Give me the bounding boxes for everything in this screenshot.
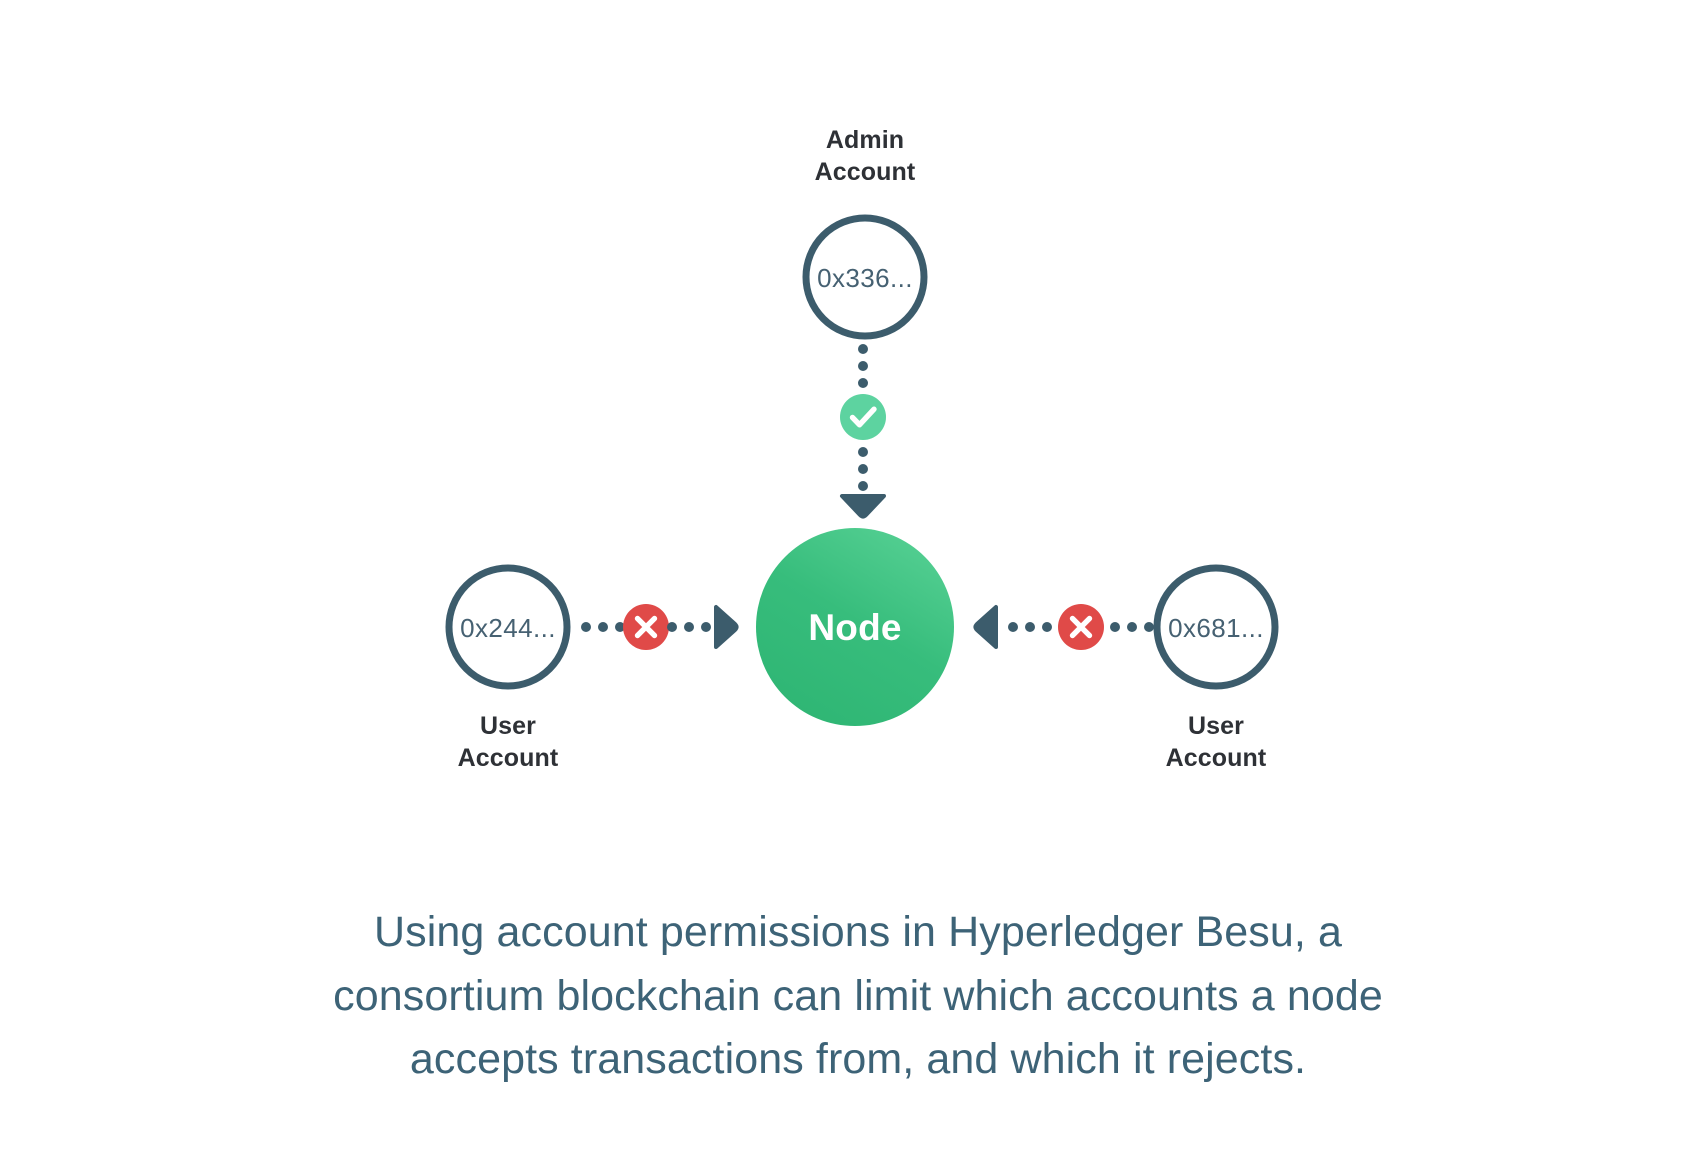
caption-line-3: accepts transactions from, and which it … [410,1035,1306,1083]
connector-dot [667,622,677,632]
user-account-right-label-line1: User [1188,712,1244,740]
connector-dot [1042,622,1052,632]
deny-cross-badge-left[interactable] [623,604,669,650]
connector-left-user-to-node [581,604,739,650]
node-label: Node [808,607,901,648]
user-account-right-circle[interactable] [1153,564,1279,690]
connector-right-user-to-node [973,604,1154,650]
arrowhead-down-icon [840,494,886,519]
caption-line-1: Using account permissions in Hyperledger… [374,908,1342,956]
close-icon [1069,615,1093,639]
connector-dot [598,622,608,632]
connector-dot [581,622,591,632]
connector-dot [858,378,868,388]
user-account-left-label-line1: User [480,712,536,740]
admin-account-circle[interactable] [802,214,928,340]
allow-check-badge[interactable] [840,394,886,440]
check-icon [849,406,877,428]
arrowhead-right-icon [714,605,739,649]
admin-account-label-line1: Admin [826,126,904,154]
user-account-left-label-line2: Account [458,744,559,772]
connector-dot [1008,622,1018,632]
admin-account-label-line2: Account [815,158,916,186]
user-account-left-group[interactable]: 0x244... User Account [445,564,571,772]
connector-dot [1127,622,1137,632]
admin-account-group[interactable]: Admin Account 0x336... [802,126,928,340]
connector-dot [1110,622,1120,632]
node-group[interactable]: Node [756,528,954,726]
deny-cross-badge-right[interactable] [1058,604,1104,650]
node-circle[interactable] [756,528,954,726]
caption-block: Using account permissions in Hyperledger… [333,908,1383,1083]
arrowhead-left-icon [973,605,998,649]
connector-dot [858,361,868,371]
connector-dot [701,622,711,632]
close-icon [634,615,658,639]
caption-line-2: consortium blockchain can limit which ac… [333,972,1383,1020]
user-account-right-group[interactable]: 0x681... User Account [1153,564,1279,772]
connector-dot [858,447,868,457]
connector-dot [1144,622,1154,632]
connector-dot [858,481,868,491]
user-account-right-label-line2: Account [1166,744,1267,772]
connector-dot [1025,622,1035,632]
user-account-left-circle[interactable] [445,564,571,690]
connector-dot [684,622,694,632]
connector-dot [615,622,625,632]
admin-account-address: 0x336... [817,263,913,293]
connector-admin-to-node [840,344,886,519]
check-badge-circle [840,394,886,440]
connector-dot [858,464,868,474]
user-account-right-address: 0x681... [1168,613,1264,643]
connector-dot [858,344,868,354]
user-account-left-address: 0x244... [460,613,556,643]
